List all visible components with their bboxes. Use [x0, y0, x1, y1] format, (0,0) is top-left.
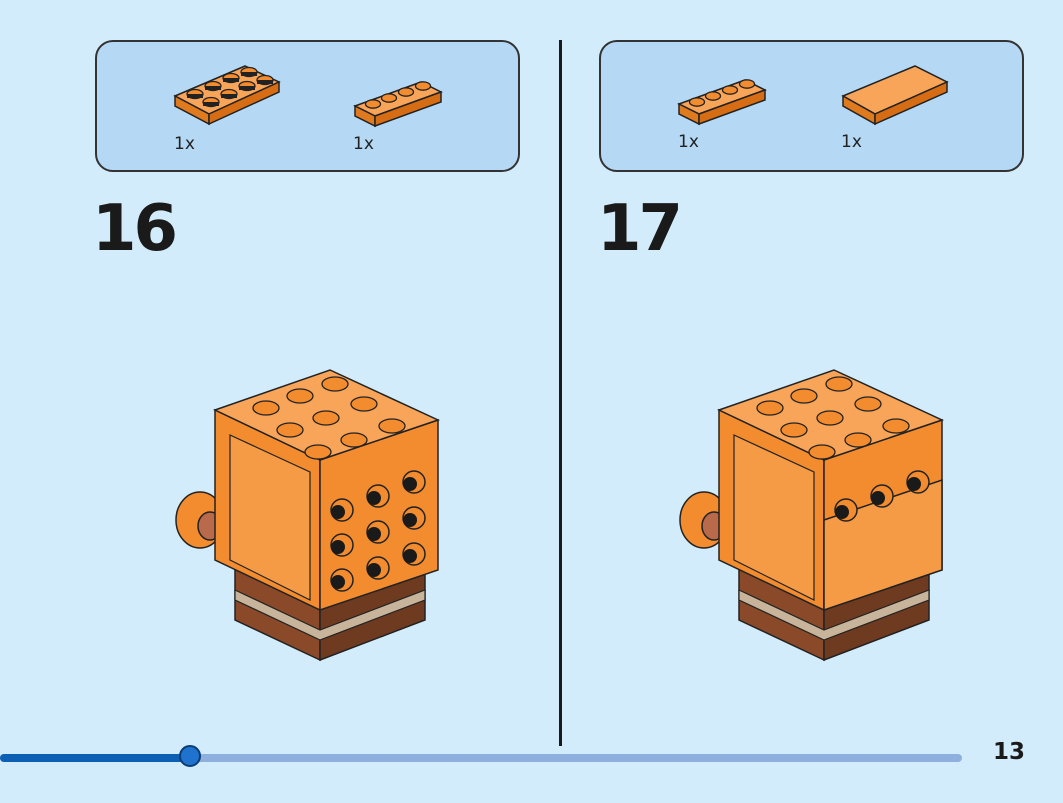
brick-model-icon: [175, 369, 441, 662]
plate-2x4-icon: [173, 65, 281, 126]
part-tile-2x4: [839, 62, 951, 132]
step-number: 17: [597, 192, 683, 266]
part-plate-1x4: [675, 74, 771, 130]
part-plate-1x4: [351, 76, 447, 132]
parts-callout-step-16: 1x 1x: [95, 40, 520, 172]
brick-model-icon: [679, 369, 945, 662]
plate-1x4-icon: [353, 81, 443, 128]
progress-slider-handle[interactable]: [179, 745, 202, 767]
step-17-panel: 1x 1x 17: [562, 0, 1063, 750]
step-16-panel: 1x 1x 16: [0, 0, 560, 750]
part-qty: 1x: [353, 134, 374, 154]
parts-callout-step-17: 1x 1x: [599, 40, 1024, 172]
progress-bar[interactable]: [0, 745, 962, 767]
model-assembly-step-17: [674, 360, 954, 674]
part-qty: 1x: [841, 132, 862, 152]
part-plate-2x4: [171, 62, 283, 132]
model-assembly-step-16: [170, 360, 450, 674]
part-qty: 1x: [678, 132, 699, 152]
step-number: 16: [92, 192, 178, 266]
panel-divider: [559, 40, 562, 746]
progress-fill: [0, 754, 191, 762]
page-number: 13: [992, 739, 1025, 765]
plate-1x4-icon: [677, 79, 767, 126]
tile-2x4-icon: [841, 65, 949, 126]
part-qty: 1x: [174, 134, 195, 154]
